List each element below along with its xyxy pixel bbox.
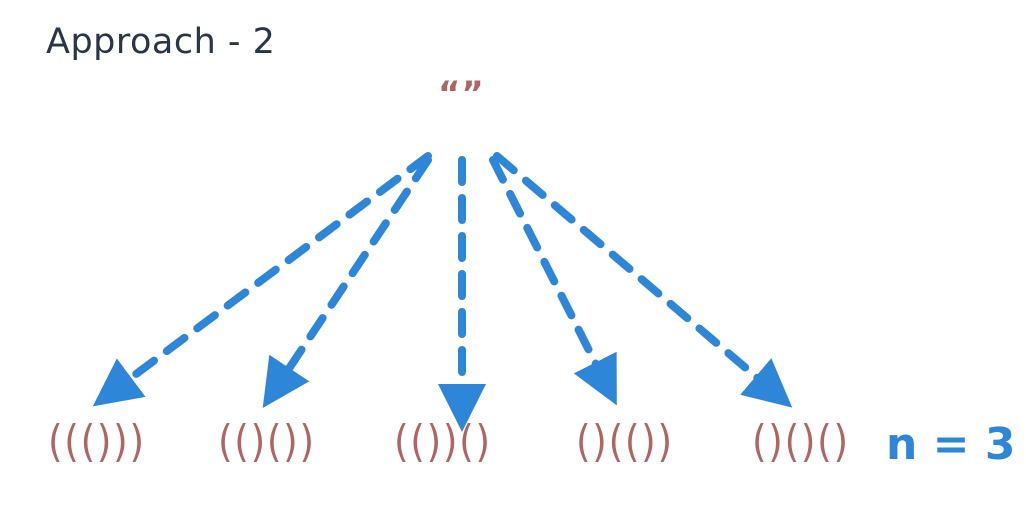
diagram-title: Approach - 2 bbox=[46, 22, 276, 62]
n-value-label: n = 3 bbox=[886, 419, 1016, 470]
arrow-5 bbox=[493, 152, 793, 408]
leaf-combination-1: ((())) bbox=[48, 416, 146, 467]
arrow-4 bbox=[489, 156, 617, 406]
leaf-combination-5: ()()() bbox=[752, 416, 850, 467]
arrow-1 bbox=[92, 152, 432, 407]
leaf-combination-4: ()(()) bbox=[576, 416, 674, 467]
root-node-empty-string: “” bbox=[438, 74, 485, 114]
arrow-2 bbox=[262, 156, 432, 408]
leaf-combination-3: (())() bbox=[394, 416, 492, 467]
leaf-combination-2: (()()) bbox=[218, 416, 316, 467]
